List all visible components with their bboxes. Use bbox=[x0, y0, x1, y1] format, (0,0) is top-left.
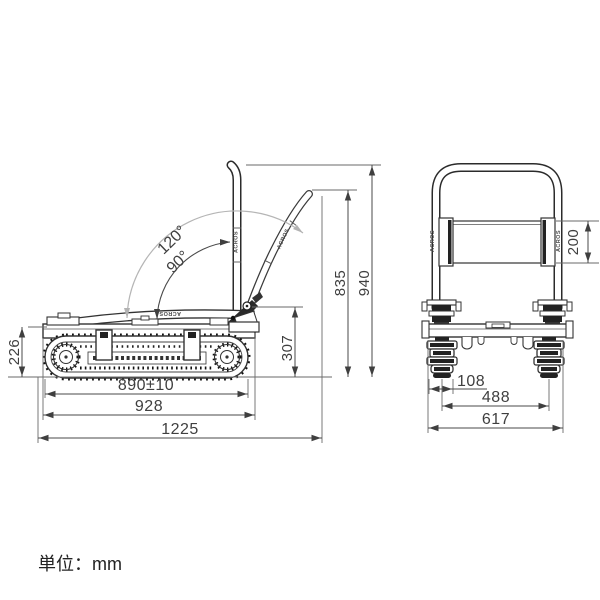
suspension-posts bbox=[95, 329, 201, 361]
crawler-track bbox=[42, 329, 251, 381]
dim-track-spacing: 488 bbox=[482, 389, 510, 406]
dim-track-width: 108 bbox=[457, 373, 485, 390]
dim-base-height: 226 bbox=[6, 339, 23, 366]
dim-overall-width: 617 bbox=[482, 411, 510, 428]
dim-platform-length: 928 bbox=[135, 398, 163, 415]
angle-annotations: 120° 90° bbox=[124, 210, 304, 320]
handle-frame-front bbox=[431, 163, 563, 313]
track-stack-right bbox=[533, 337, 565, 378]
dim-overall-length: 1225 bbox=[161, 421, 199, 438]
handle-upright: ACROS bbox=[226, 160, 242, 329]
side-extension-lines bbox=[8, 164, 381, 443]
track-stack-left bbox=[426, 337, 458, 378]
brand-label: ACROS bbox=[430, 230, 436, 252]
dim-handle-panel: 200 bbox=[565, 229, 582, 256]
side-view: ACROS ACROS ACROS bbox=[6, 160, 381, 443]
brand-label: ACROS bbox=[234, 231, 240, 253]
front-dimensions: 108 488 617 200 bbox=[428, 221, 592, 432]
brand-label: ACROS bbox=[556, 230, 562, 252]
dim-hinge-height: 307 bbox=[279, 335, 296, 362]
handle-cross-panel: ACROS ACROS bbox=[430, 217, 562, 267]
dim-track-length: 890±10 bbox=[118, 377, 174, 394]
front-view: ACROS ACROS bbox=[421, 163, 599, 433]
dim-handle-height-upright: 940 bbox=[356, 270, 373, 297]
handle-hinge bbox=[228, 292, 263, 333]
sprocket-right bbox=[212, 342, 242, 372]
dim-handle-height-tilted: 835 bbox=[332, 270, 349, 297]
platform-frame-front bbox=[421, 320, 574, 350]
unit-label: 単位：mm bbox=[38, 554, 122, 574]
side-dimensions: 226 890±10 928 1225 307 835 940 bbox=[6, 165, 376, 442]
brand-label-mirrored: ACROS bbox=[159, 310, 181, 316]
sprocket-left bbox=[51, 342, 81, 372]
